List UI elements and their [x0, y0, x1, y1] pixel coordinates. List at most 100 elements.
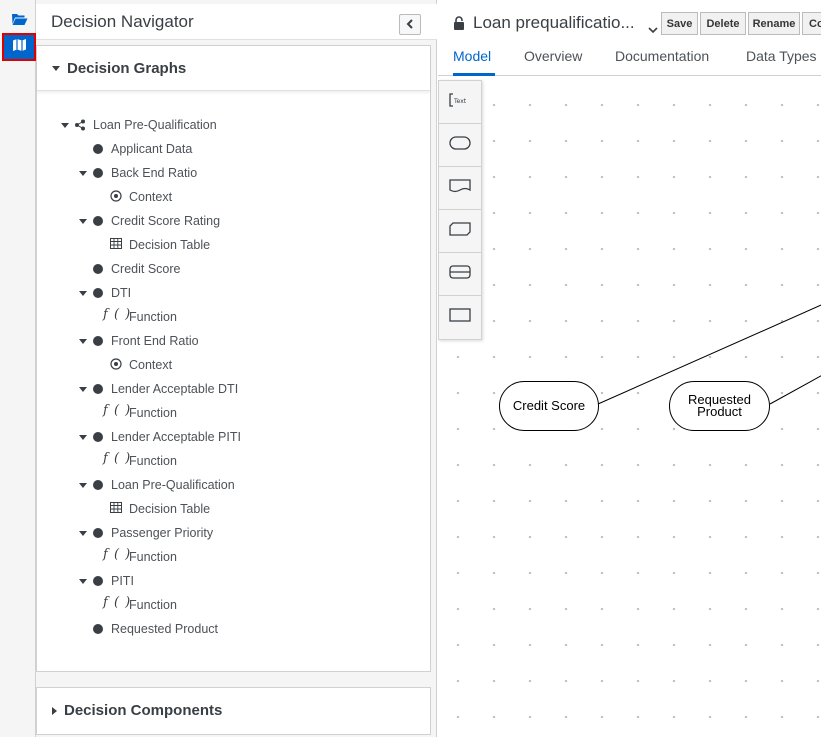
connector-credit-score[interactable]: [597, 302, 821, 405]
tree-node[interactable]: Applicant Data: [37, 139, 417, 159]
chevron-left-icon: [406, 16, 414, 34]
palette-knowledge-source[interactable]: [439, 167, 481, 210]
node-bullet-icon: [93, 216, 103, 226]
caret-down-icon[interactable]: [79, 579, 87, 584]
delete-button[interactable]: Delete: [700, 12, 746, 35]
palette-text-annotation[interactable]: Text: [439, 81, 481, 124]
table-icon: [110, 502, 122, 516]
palette-decision-service[interactable]: [439, 253, 481, 296]
tree-expression-label: Function: [129, 310, 177, 324]
input-data-credit-score[interactable]: Credit Score: [499, 381, 599, 431]
tree-node-expression[interactable]: Context: [37, 187, 417, 207]
caret-down-icon[interactable]: [79, 171, 87, 176]
tree-node-label: Lender Acceptable DTI: [111, 382, 239, 396]
function-icon: f ( ): [103, 403, 132, 418]
tree-node-label: Front End Ratio: [111, 334, 199, 348]
caret-right-icon: [52, 706, 57, 715]
tree-node[interactable]: Loan Pre-Qualification: [37, 475, 417, 495]
diagram-editor: Loan prequalificatio... Save Delete Rena…: [438, 0, 821, 737]
caret-down-icon[interactable]: [61, 123, 69, 128]
node-bullet-icon: [93, 336, 103, 346]
tree-node-label: Lender Acceptable PITI: [111, 430, 241, 444]
graph-icon: [74, 119, 86, 134]
tree-expression-label: Context: [129, 190, 173, 204]
document-title[interactable]: Loan prequalificatio...: [473, 13, 633, 32]
caret-down-icon[interactable]: [79, 435, 87, 440]
decision-graphs-header[interactable]: Decision Graphs: [37, 46, 430, 91]
tree-expression-label: Function: [129, 454, 177, 468]
tree-node-expression[interactable]: f ( )Function: [37, 403, 417, 423]
tree-node-label: Requested Product: [111, 622, 219, 636]
tree-node-expression[interactable]: f ( )Function: [37, 451, 417, 471]
context-icon: [110, 190, 122, 205]
input-data-requested-product[interactable]: Requested Product: [669, 381, 770, 431]
tree-node[interactable]: Requested Product: [37, 619, 417, 639]
collapse-panel-button[interactable]: [399, 14, 421, 35]
tree-node[interactable]: Credit Score Rating: [37, 211, 417, 231]
function-icon: f ( ): [103, 307, 132, 322]
text-annotation-icon: Text: [449, 92, 471, 112]
tree-root-label: Loan Pre-Qualification: [93, 118, 217, 132]
tree-node-expression[interactable]: f ( )Function: [37, 307, 417, 327]
tree-node[interactable]: DTI: [37, 283, 417, 303]
editor-title-bar: Loan prequalificatio... Save Delete Rena…: [438, 4, 821, 40]
tree-node-expression[interactable]: f ( )Function: [37, 547, 417, 567]
diagram-canvas[interactable]: Credit Score Requested Product: [438, 77, 821, 737]
tree-node-label: Credit Score: [111, 262, 181, 276]
node-bullet-icon: [93, 480, 103, 490]
node-bullet-icon: [93, 576, 103, 586]
decision-navigator-button[interactable]: [2, 33, 36, 61]
palette-decision[interactable]: [439, 296, 481, 339]
caret-down-icon[interactable]: [79, 339, 87, 344]
node-bullet-icon: [93, 624, 103, 634]
project-explorer-button[interactable]: [3, 8, 35, 34]
node-label-line-1: Requested: [688, 392, 751, 407]
connector-requested-product[interactable]: [769, 372, 821, 405]
tree-node-expression[interactable]: f ( )Function: [37, 595, 417, 615]
tree-node[interactable]: Lender Acceptable DTI: [37, 379, 417, 399]
table-icon: [110, 238, 122, 252]
tree-node-expression[interactable]: Decision Table: [37, 235, 417, 255]
caret-down-icon[interactable]: [79, 219, 87, 224]
chevron-down-icon[interactable]: [648, 21, 658, 39]
node-label: Credit Score: [512, 398, 586, 413]
rename-button[interactable]: Rename: [748, 12, 800, 35]
caret-down-icon[interactable]: [79, 387, 87, 392]
context-icon: [110, 358, 122, 373]
copy-button[interactable]: Co: [802, 12, 821, 35]
tab-model[interactable]: Model: [453, 48, 492, 64]
function-icon: f ( ): [103, 547, 132, 562]
caret-down-icon[interactable]: [79, 291, 87, 296]
decision-components-header[interactable]: Decision Components: [37, 688, 430, 733]
decision-icon: [449, 308, 471, 327]
tree-node[interactable]: Front End Ratio: [37, 331, 417, 351]
tree-node-label: Applicant Data: [111, 142, 193, 156]
input-data-icon: [449, 135, 471, 155]
left-rail: [0, 0, 36, 737]
tree-node[interactable]: PITI: [37, 571, 417, 591]
caret-down-icon[interactable]: [79, 531, 87, 536]
node-palette: Text: [438, 80, 482, 340]
palette-business-knowledge-model[interactable]: [439, 210, 481, 253]
caret-down-icon[interactable]: [79, 483, 87, 488]
decision-components-section: Decision Components: [36, 687, 431, 735]
tab-data-types[interactable]: Data Types: [746, 48, 817, 64]
node-bullet-icon: [93, 144, 103, 154]
palette-input-data[interactable]: [439, 124, 481, 167]
tree-expression-label: Context: [129, 358, 173, 372]
map-icon: [12, 38, 27, 57]
tree-node[interactable]: Passenger Priority: [37, 523, 417, 543]
tab-overview[interactable]: Overview: [524, 48, 583, 64]
tree-node[interactable]: Credit Score: [37, 259, 417, 279]
save-button[interactable]: Save: [661, 12, 698, 35]
tree-expression-label: Function: [129, 598, 177, 612]
tree-node[interactable]: Back End Ratio: [37, 163, 417, 183]
tree-node[interactable]: Lender Acceptable PITI: [37, 427, 417, 447]
tab-documentation[interactable]: Documentation: [615, 48, 710, 64]
tree-node-expression[interactable]: Decision Table: [37, 499, 417, 519]
tree-node-expression[interactable]: Context: [37, 355, 417, 375]
decision-service-icon: [449, 264, 471, 284]
lock-icon[interactable]: [453, 16, 465, 36]
node-label-line-2: Product: [697, 404, 742, 419]
tree-node-label: Loan Pre-Qualification: [111, 478, 235, 492]
